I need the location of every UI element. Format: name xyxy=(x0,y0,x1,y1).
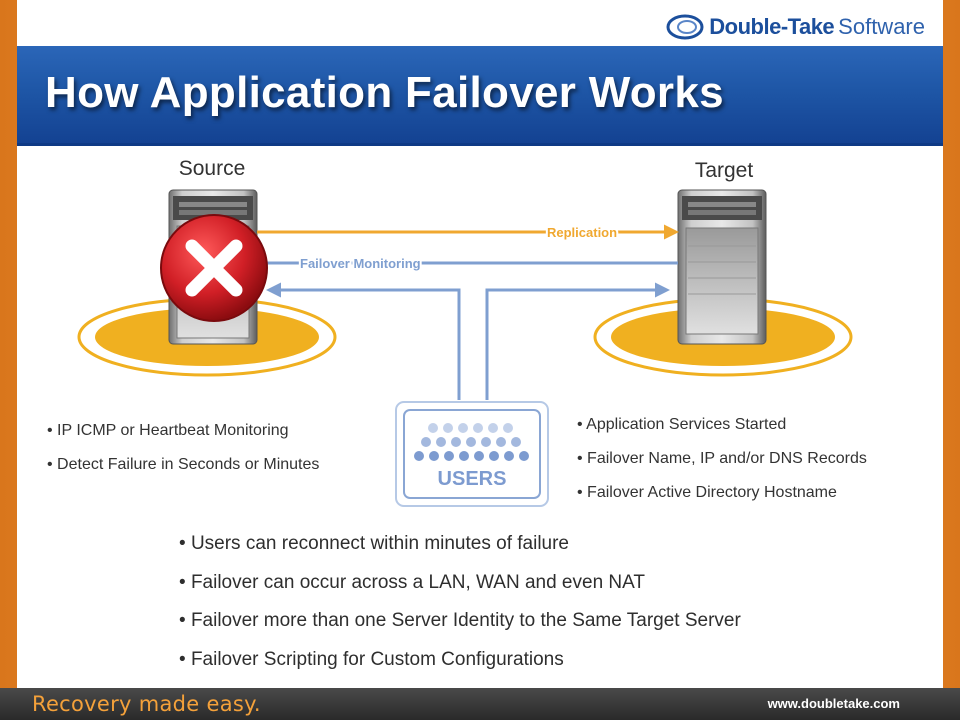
failover-diagram: USERS Replication Failover Monitoring So… xyxy=(77,157,853,507)
users-to-target-arrow xyxy=(485,282,670,400)
target-points-list: Application Services Started Failover Na… xyxy=(577,408,867,510)
target-server-icon xyxy=(677,189,767,345)
target-label: Target xyxy=(695,159,754,182)
logo-swoosh-icon xyxy=(666,14,704,40)
footer-tagline: Recovery made easy. xyxy=(32,692,261,716)
list-item: Failover more than one Server Identity t… xyxy=(179,602,741,641)
footer-bar: Recovery made easy. www.doubletake.com xyxy=(0,688,960,720)
source-label: Source xyxy=(179,157,246,180)
list-item: Failover can occur across a LAN, WAN and… xyxy=(179,564,741,603)
list-item: Failover Active Directory Hostname xyxy=(577,476,867,510)
monitoring-label: Failover Monitoring xyxy=(300,256,421,271)
footer-url[interactable]: www.doubletake.com xyxy=(767,696,900,711)
list-item: Detect Failure in Seconds or Minutes xyxy=(47,448,319,482)
replication-label: Replication xyxy=(547,225,617,240)
list-item: Users can reconnect within minutes of fa… xyxy=(179,525,741,564)
users-to-source-arrow xyxy=(266,282,461,400)
failure-x-icon xyxy=(160,214,268,322)
page-title: How Application Failover Works xyxy=(45,68,724,117)
list-item: IP ICMP or Heartbeat Monitoring xyxy=(47,414,319,448)
logo-suffix-text: Software xyxy=(838,14,925,39)
list-item: Application Services Started xyxy=(577,408,867,442)
slide: Double-Take Software How Application Fai… xyxy=(17,0,943,688)
users-icon xyxy=(395,401,549,507)
users-label: USERS xyxy=(438,468,507,490)
title-banner: How Application Failover Works xyxy=(17,46,943,146)
list-item: Failover Name, IP and/or DNS Records xyxy=(577,442,867,476)
company-logo: Double-Take Software xyxy=(665,10,925,44)
summary-points-list: Users can reconnect within minutes of fa… xyxy=(179,525,741,679)
list-item: Failover Scripting for Custom Configurat… xyxy=(179,641,741,680)
source-points-list: IP ICMP or Heartbeat Monitoring Detect F… xyxy=(47,414,319,482)
logo-brand-text: Double-Take xyxy=(709,14,835,39)
